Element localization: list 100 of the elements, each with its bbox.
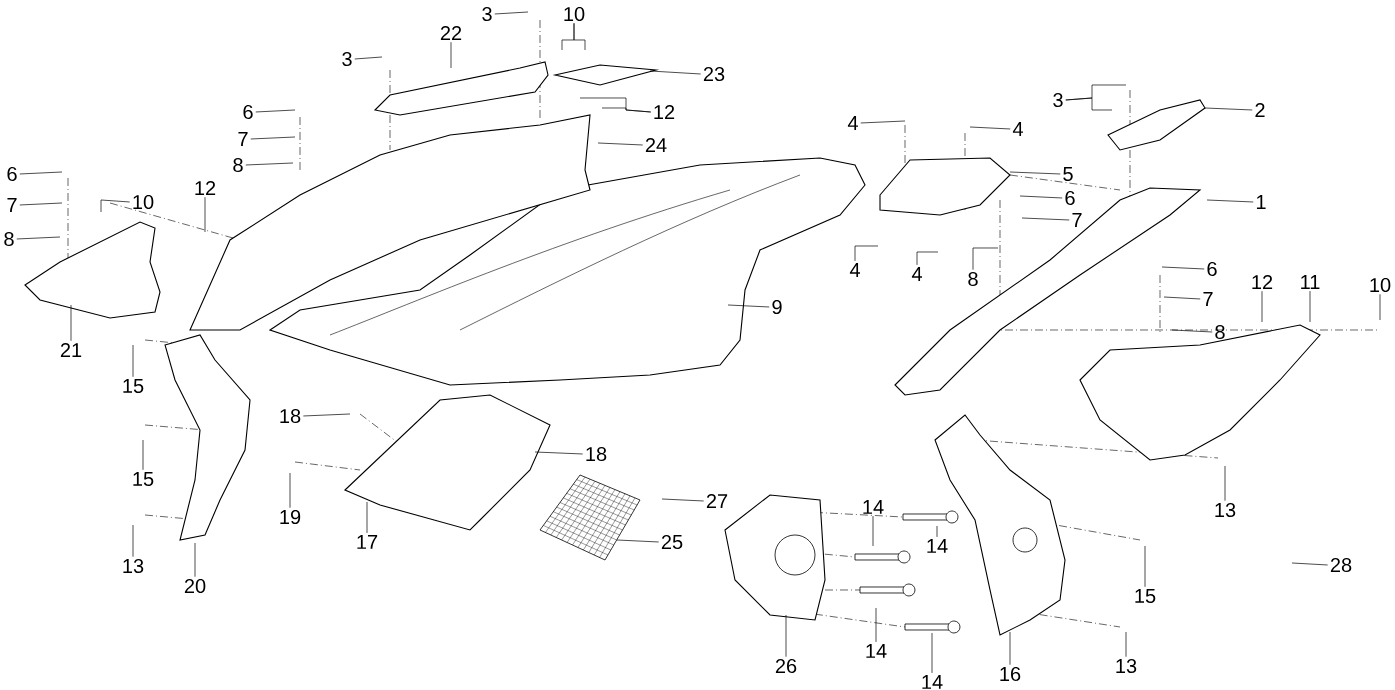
callout-number: 18 xyxy=(586,446,607,462)
callout-number: 11 xyxy=(1301,275,1320,289)
leader-line xyxy=(573,22,586,51)
callout-number: 14 xyxy=(866,644,887,658)
leader-line xyxy=(1065,97,1113,111)
leader-line xyxy=(649,70,702,75)
leader-line xyxy=(366,501,368,534)
leader-line xyxy=(972,247,999,271)
leader-line xyxy=(289,472,291,509)
leader-line xyxy=(727,304,770,308)
callout-number: 28 xyxy=(1330,557,1352,573)
leader-line xyxy=(142,439,144,471)
callout-number: 8 xyxy=(4,231,14,247)
callout-number: 12 xyxy=(195,181,216,195)
leader-line xyxy=(16,236,61,240)
leader-line xyxy=(1379,293,1381,321)
leader-line xyxy=(860,120,906,124)
callout-number: 4 xyxy=(849,263,860,277)
callout-number: 24 xyxy=(645,138,667,152)
leader-line xyxy=(70,304,72,342)
callout-number: 1 xyxy=(1256,195,1266,209)
leader-line xyxy=(204,196,206,233)
leader-line xyxy=(255,109,296,113)
callout-number: 16 xyxy=(1000,666,1021,682)
callout-number: 15 xyxy=(1135,589,1156,603)
leader-line xyxy=(969,126,1011,130)
callout-number: 6 xyxy=(243,104,253,120)
leader-line xyxy=(601,107,652,113)
leader-line xyxy=(494,11,529,15)
leader-line xyxy=(872,515,874,547)
leader-line xyxy=(303,413,351,417)
leader-line xyxy=(785,614,787,658)
callout-number: 10 xyxy=(564,6,585,22)
callout-number: 14 xyxy=(863,500,884,514)
leader-line xyxy=(245,162,294,166)
leader-line xyxy=(194,542,196,578)
callout-number: 13 xyxy=(123,558,144,574)
leader-line xyxy=(1204,107,1253,111)
callout-number: 18 xyxy=(280,408,301,424)
callout-number: 22 xyxy=(440,26,462,40)
callout-number: 15 xyxy=(133,472,154,486)
callout-number: 13 xyxy=(1215,502,1236,518)
callout-number: 13 xyxy=(1116,658,1137,674)
callout-number: 15 xyxy=(123,379,144,393)
callout-number: 12 xyxy=(654,105,675,119)
callout-number: 12 xyxy=(1252,275,1273,289)
callout-number: 17 xyxy=(357,535,378,549)
callout-number: 19 xyxy=(280,509,301,525)
callout-number: 14 xyxy=(922,675,943,689)
leader-line xyxy=(1161,266,1205,270)
leader-line xyxy=(1291,562,1329,566)
callout-number: 7 xyxy=(238,132,248,146)
callout-number: 27 xyxy=(706,494,728,508)
leader-line xyxy=(1019,195,1063,199)
leader-line xyxy=(854,245,879,262)
callout-number: 8 xyxy=(968,271,978,287)
leader-line xyxy=(1144,545,1146,588)
callout-number: 7 xyxy=(1203,292,1213,306)
leader-line xyxy=(916,251,939,266)
callout-number: 2 xyxy=(1255,103,1265,117)
leader-line xyxy=(1171,329,1213,333)
callout-number: 26 xyxy=(775,658,797,674)
callout-number: 14 xyxy=(927,539,948,553)
callout-number: 21 xyxy=(60,343,82,357)
callout-number: 6 xyxy=(1207,261,1217,277)
leader-line xyxy=(132,524,134,558)
callout-number: 7 xyxy=(7,198,17,212)
leader-line xyxy=(250,136,296,140)
callout-number: 4 xyxy=(847,116,858,130)
leader-line xyxy=(1261,290,1263,323)
leader-line xyxy=(1224,465,1226,502)
leader-line xyxy=(936,525,938,538)
callout-number: 8 xyxy=(1215,324,1225,340)
callout-number: 5 xyxy=(1063,167,1073,181)
callout-number: 20 xyxy=(184,578,206,594)
callout-number: 25 xyxy=(661,534,683,550)
callout-number: 6 xyxy=(1065,190,1075,206)
leader-line xyxy=(1009,171,1061,175)
leader-line xyxy=(1021,217,1070,221)
leader-line xyxy=(100,199,131,213)
callout-number: 8 xyxy=(233,157,243,173)
leader-line xyxy=(1009,631,1011,666)
leader-line xyxy=(875,607,877,643)
leader-line xyxy=(1206,199,1254,203)
leader-line xyxy=(661,498,705,502)
callout-number: 3 xyxy=(482,6,492,22)
callout-number: 7 xyxy=(1072,213,1082,227)
leader-line xyxy=(1125,631,1127,658)
callout-number: 4 xyxy=(911,267,922,281)
leader-line xyxy=(534,451,584,455)
callout-number: 10 xyxy=(1370,277,1391,293)
callout-number: 10 xyxy=(133,194,154,210)
callout-number: 4 xyxy=(1012,122,1023,136)
leader-line xyxy=(1309,290,1311,323)
leader-line xyxy=(597,142,644,146)
callout-number: 6 xyxy=(7,166,17,182)
leader-line xyxy=(1163,296,1201,300)
leader-line xyxy=(19,202,63,206)
callout-number: 23 xyxy=(703,66,725,82)
leader-line xyxy=(354,56,383,60)
